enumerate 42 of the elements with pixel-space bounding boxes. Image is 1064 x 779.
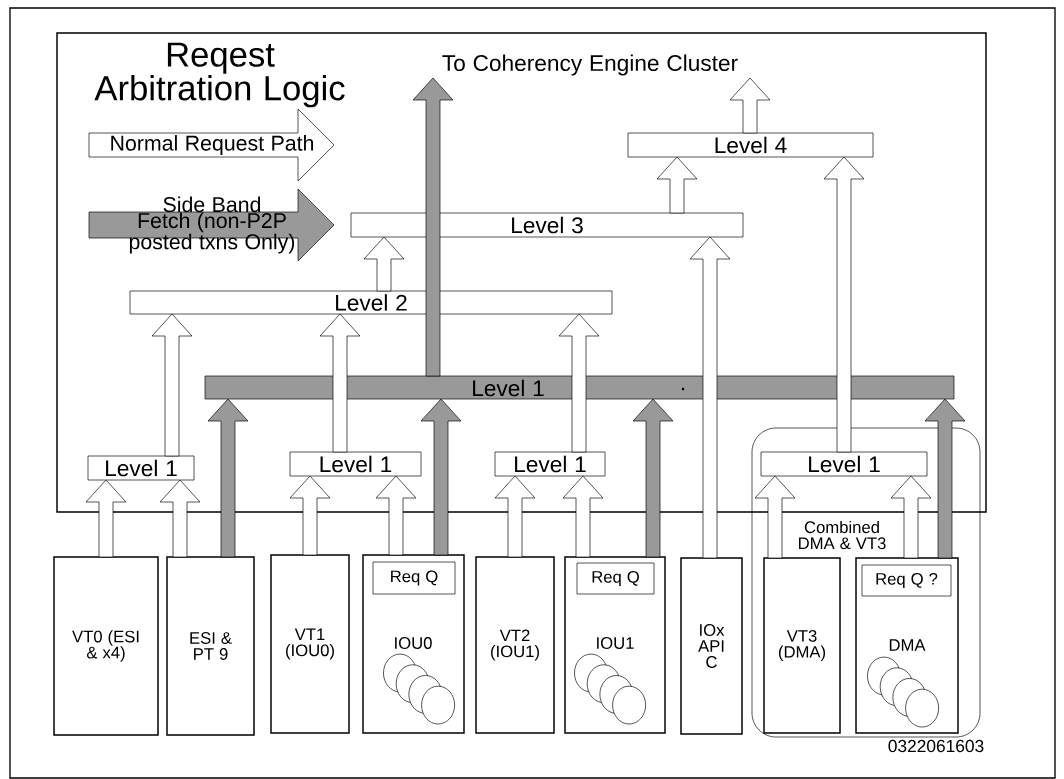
destination-label: To Coherency Engine Cluster [442, 54, 738, 76]
block-arrow [207, 398, 249, 558]
level-bar: Level 3 [350, 212, 744, 238]
level-bar: Level 4 [627, 132, 874, 158]
figure-number: 0322061603 [888, 739, 984, 753]
level-bar: Level 1 [87, 455, 195, 481]
block-arrow [890, 475, 932, 559]
unit-box: IOx API C [680, 557, 743, 735]
unit-box: VT2 (IOU1) [475, 556, 555, 734]
queue-box: Req Q [372, 561, 456, 595]
block-arrow [159, 479, 201, 558]
legend-entry: Side Band Fetch (non-P2P posted txns Only) [88, 188, 335, 262]
queue-box: Req Q ? [861, 564, 952, 597]
block-arrow [412, 77, 454, 377]
unit-box: VT3 (DMA) [763, 557, 841, 734]
block-arrow [823, 156, 865, 453]
level-bar: Level 2 [129, 290, 613, 315]
block-arrow [85, 479, 127, 558]
legend-entry: Normal Request Path [88, 108, 335, 182]
level-bar: Level 1 . [204, 375, 955, 400]
block-arrow [375, 475, 417, 556]
block-arrow [729, 77, 771, 134]
block-arrow [689, 236, 731, 559]
block-arrow [319, 313, 361, 453]
block-arrow [420, 398, 462, 556]
block-arrow [656, 156, 698, 214]
level-bar: Level 1 [289, 451, 422, 477]
block-arrow [562, 475, 604, 558]
block-arrow [924, 398, 966, 559]
unit-box: ESI & PT 9 [166, 556, 255, 736]
level-bar: Level 1 [494, 451, 606, 477]
block-arrow [632, 398, 674, 558]
queue-box: Req Q [576, 562, 655, 595]
level-bar: Level 1 [760, 451, 928, 477]
block-arrow [754, 475, 796, 559]
block-arrow [289, 475, 331, 556]
block-arrow [494, 475, 536, 558]
block-arrow [151, 313, 193, 457]
block-arrow [558, 313, 600, 453]
unit-box: VT1 (IOU0) [270, 554, 350, 734]
unit-box: VT0 (ESI & x4) [53, 556, 159, 736]
block-arrow [363, 236, 405, 292]
